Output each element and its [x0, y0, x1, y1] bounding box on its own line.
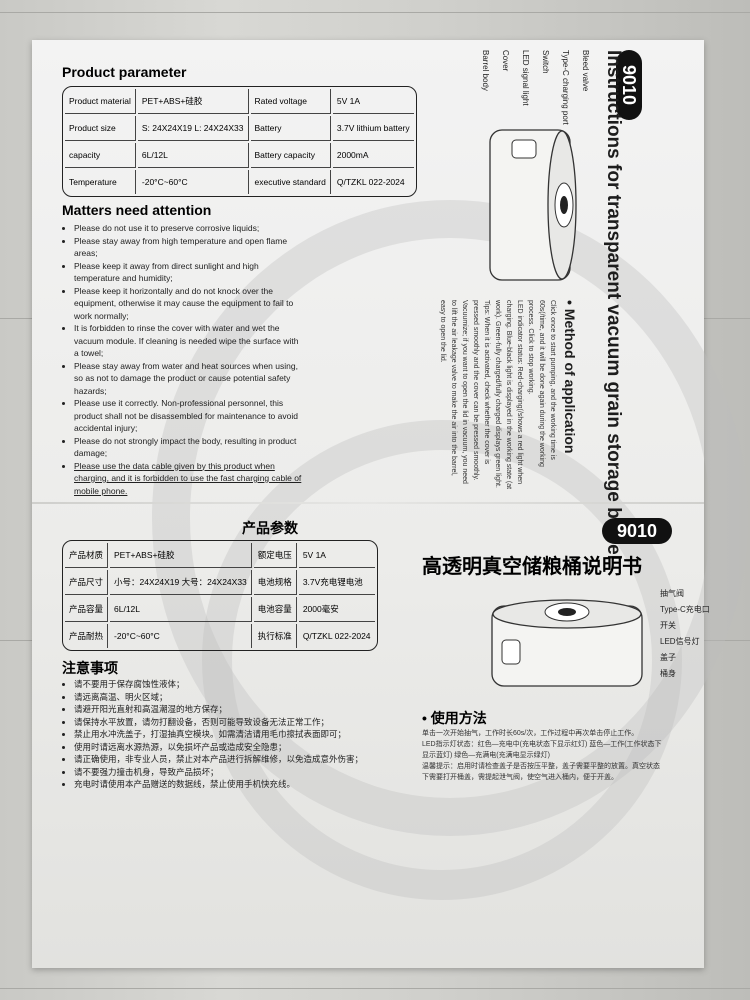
notes-list-en: Please do not use it to preserve corrosi… — [62, 222, 302, 497]
part-label: Switch — [541, 50, 550, 74]
list-item: Please keep it horizontally and do not k… — [74, 285, 302, 323]
list-item: 请不要用于保存腐蚀性液体； — [74, 678, 414, 691]
notes-list-cn: 请不要用于保存腐蚀性液体； 请远离高温、明火区域； 请避开阳光直射和高温潮湿的地… — [62, 678, 414, 791]
list-item: Please use the data cable given by this … — [74, 460, 302, 498]
english-section: 9010 Instructions for transparent vacuum… — [272, 50, 652, 560]
barrel-diagram-en — [489, 129, 577, 281]
attention-heading-en: Matters need attention — [62, 202, 212, 218]
part-label: Barrel body — [481, 50, 490, 91]
part-label: Cover — [501, 50, 510, 72]
part-label: 盖子 — [660, 653, 676, 662]
list-item: Please keep it away from direct sunlight… — [74, 260, 302, 285]
chinese-title: 高透明真空储粮桶说明书 — [422, 556, 642, 578]
list-item: It is forbidden to rinse the cover with … — [74, 322, 302, 360]
list-item: 请正确使用，非专业人员，禁止对本产品进行拆解维修，以免造成意外伤害； — [74, 753, 414, 766]
instruction-sheet: 9010 Instructions for transparent vacuum… — [32, 40, 748, 968]
barrel-diagram-cn — [491, 599, 643, 687]
list-item: 禁止用水冲洗盖子，打湿抽真空模块。如需清洁请用毛巾擦拭表面即可； — [74, 728, 414, 741]
chinese-section: 9010 高透明真空储粮桶说明书 抽气阀 Type-C充电口 开关 LED信号灯… — [62, 518, 710, 958]
list-item: 使用时请远离水源热源，以免损坏产品或造成安全隐患； — [74, 741, 414, 754]
method-text-en: Click once to start pumping, and the wor… — [439, 300, 556, 490]
list-item: Please use it correctly. Non-professiona… — [74, 397, 302, 435]
part-label: 开关 — [660, 621, 676, 630]
part-label: Bleed valve — [581, 50, 590, 92]
method-text-cn: 单击一次开始抽气，工作时长60s/次，工作过程中再次单击停止工作。 LED指示灯… — [422, 730, 662, 781]
list-item: Please do not use it to preserve corrosi… — [74, 222, 302, 235]
list-item: Please stay away from high temperature a… — [74, 235, 302, 260]
list-item: 请避开阳光直射和高温潮湿的地方保存； — [74, 703, 414, 716]
english-title: Instructions for transparent vacuum grai… — [603, 50, 624, 560]
paper-fold — [32, 502, 704, 504]
method-heading-cn: • 使用方法 — [422, 710, 487, 726]
list-item: 充电时请使用本产品赠送的数据线，禁止使用手机快充线。 — [74, 778, 414, 791]
part-label: 抽气阀 — [660, 589, 684, 598]
list-item: Please do not strongly impact the body, … — [74, 435, 302, 460]
part-label: Type-C charging port — [561, 50, 570, 125]
attention-heading-cn: 注意事项 — [62, 660, 118, 676]
list-item: 请不要强力撞击机身，导致产品损坏； — [74, 766, 414, 779]
part-label: LED信号灯 — [660, 637, 700, 646]
part-label: Type-C充电口 — [660, 605, 710, 614]
model-badge-cn: 9010 — [602, 518, 672, 544]
list-item: 请远离高温、明火区域； — [74, 691, 414, 704]
list-item: 请保持水平放置，请勿打翻设备，否则可能导致设备无法正常工作； — [74, 716, 414, 729]
param-heading-cn: 产品参数 — [242, 520, 298, 536]
part-label: 桶身 — [660, 669, 676, 678]
part-label: LED signal light — [521, 50, 530, 106]
list-item: Please stay away from water and heat sou… — [74, 360, 302, 398]
method-heading-en: • Method of application — [562, 300, 578, 454]
param-heading-en: Product parameter — [62, 64, 187, 80]
